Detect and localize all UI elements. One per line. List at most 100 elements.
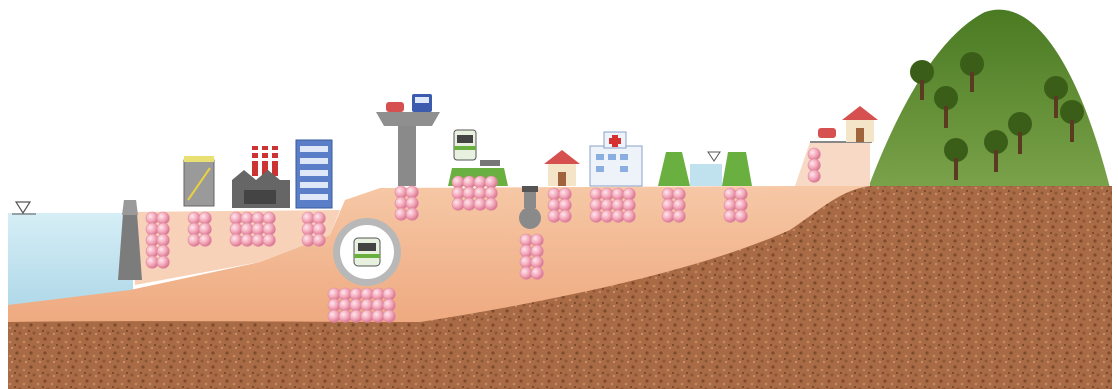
- improvement-ball: [241, 223, 253, 235]
- improvement-ball: [548, 210, 560, 222]
- train-icon: [454, 130, 476, 160]
- factory: [232, 146, 290, 208]
- storage-tank: [184, 156, 214, 206]
- improvement-ball: [199, 212, 211, 224]
- improvement-ball: [188, 223, 200, 235]
- improvement-ball: [302, 234, 314, 246]
- improvement-ball: [372, 310, 384, 322]
- improvement-ball: [383, 288, 395, 300]
- improvement-ball: [372, 288, 384, 300]
- improvement-ball: [350, 299, 362, 311]
- improvement-ball: [485, 176, 497, 188]
- improvement-ball: [808, 148, 820, 160]
- improvement-ball: [724, 199, 736, 211]
- improvement-ball: [463, 176, 475, 188]
- improvement-ball: [241, 234, 253, 246]
- improvement-ball: [157, 245, 169, 257]
- improvement-ball: [395, 197, 407, 209]
- improvement-ball: [452, 198, 464, 210]
- improvement-ball: [372, 299, 384, 311]
- improvement-ball: [520, 267, 532, 279]
- improvement-ball: [452, 187, 464, 199]
- improvement-ball: [328, 288, 340, 300]
- forested-hill: [868, 10, 1110, 188]
- improvement-ball: [252, 212, 264, 224]
- improvement-ball: [520, 256, 532, 268]
- improvement-ball: [808, 170, 820, 182]
- improvement-ball: [463, 198, 475, 210]
- improvement-ball: [146, 234, 158, 246]
- improvement-ball: [662, 188, 674, 200]
- improvement-ball: [735, 188, 747, 200]
- improvement-ball: [361, 310, 373, 322]
- improvement-ball: [230, 223, 242, 235]
- hillside-house: [818, 106, 878, 142]
- improvement-ball: [339, 288, 351, 300]
- improvement-ball: [724, 188, 736, 200]
- improvement-ball: [735, 199, 747, 211]
- improvement-ball: [531, 256, 543, 268]
- water-level-icon: [708, 152, 720, 161]
- hillside-terrace: [795, 142, 870, 186]
- elevated-highway: [376, 94, 440, 186]
- improvement-ball: [199, 234, 211, 246]
- shield-tunnel: [333, 218, 401, 286]
- improvement-ball: [406, 208, 418, 220]
- improvement-ball: [313, 234, 325, 246]
- improvement-ball: [146, 256, 158, 268]
- improvement-ball: [350, 310, 362, 322]
- improvement-ball: [601, 210, 613, 222]
- improvement-ball: [263, 212, 275, 224]
- improvement-ball: [157, 256, 169, 268]
- improvement-ball: [406, 197, 418, 209]
- improvement-ball: [590, 199, 602, 211]
- improvement-ball: [230, 234, 242, 246]
- improvement-ball: [252, 234, 264, 246]
- improvement-ball: [395, 186, 407, 198]
- improvement-ball: [146, 212, 158, 224]
- car-icon: [818, 128, 836, 138]
- improvement-ball: [361, 288, 373, 300]
- improvement-ball: [463, 187, 475, 199]
- train-icon: [354, 238, 380, 266]
- improvement-ball: [252, 223, 264, 235]
- improvement-ball: [406, 186, 418, 198]
- improvement-ball: [601, 188, 613, 200]
- improvement-ball: [590, 210, 602, 222]
- improvement-ball: [361, 299, 373, 311]
- improvement-ball: [339, 299, 351, 311]
- improvement-ball: [188, 212, 200, 224]
- improvement-ball: [474, 198, 486, 210]
- improvement-ball: [520, 234, 532, 246]
- improvement-ball: [559, 188, 571, 200]
- office-building: [296, 140, 332, 208]
- improvement-ball: [673, 188, 685, 200]
- improvement-ball: [263, 223, 275, 235]
- improvement-ball: [146, 245, 158, 257]
- improvement-ball: [612, 188, 624, 200]
- improvement-ball: [157, 212, 169, 224]
- reservoir-dike: [658, 152, 752, 186]
- improvement-ball: [662, 199, 674, 211]
- improvement-ball: [241, 212, 253, 224]
- improvement-ball: [531, 245, 543, 257]
- improvement-ball: [590, 188, 602, 200]
- improvement-ball: [520, 245, 532, 257]
- improvement-ball: [485, 198, 497, 210]
- improvement-ball: [313, 223, 325, 235]
- improvement-ball: [673, 210, 685, 222]
- house: [544, 150, 580, 186]
- improvement-ball: [548, 199, 560, 211]
- improvement-ball: [601, 199, 613, 211]
- water-level-icon: [16, 202, 30, 213]
- improvement-ball: [339, 310, 351, 322]
- improvement-ball: [350, 288, 362, 300]
- improvement-ball: [146, 223, 158, 235]
- car-icon: [386, 102, 404, 112]
- improvement-ball: [474, 187, 486, 199]
- improvement-ball: [623, 210, 635, 222]
- improvement-ball: [623, 188, 635, 200]
- improvement-ball: [559, 210, 571, 222]
- improvement-ball: [328, 310, 340, 322]
